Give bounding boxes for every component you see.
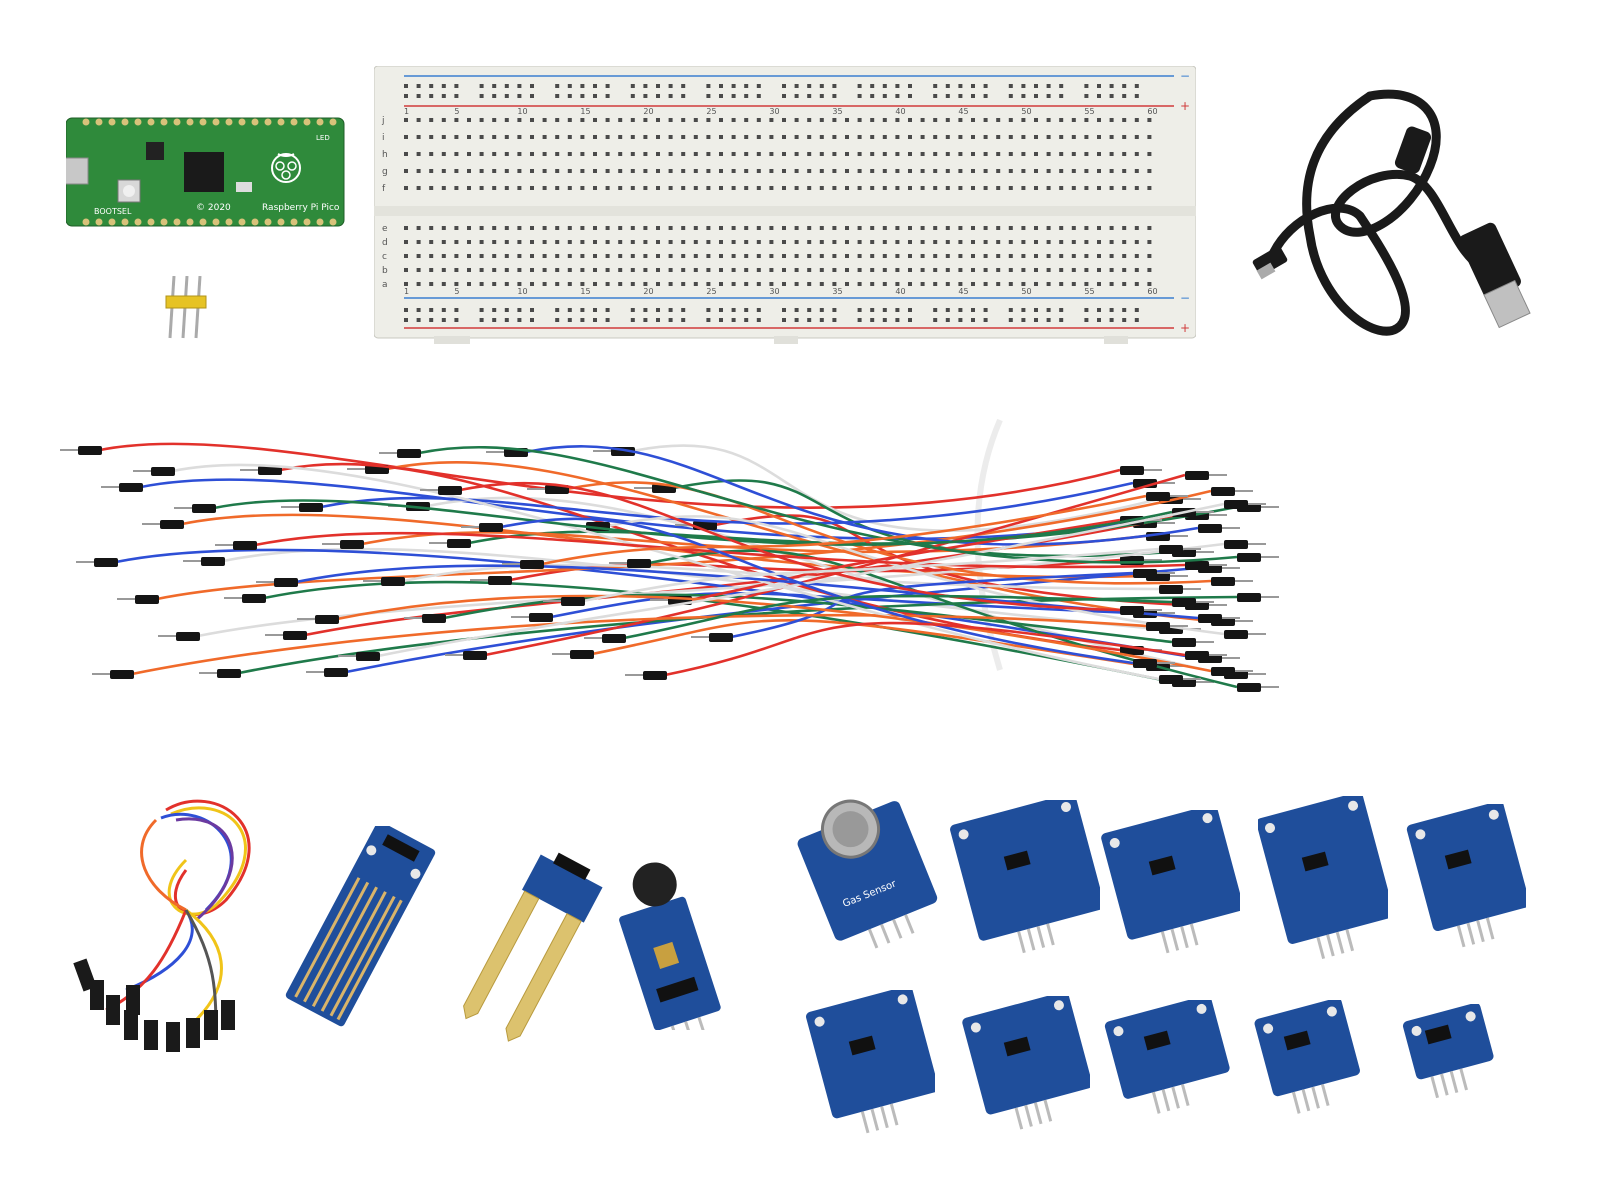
row-letter: a [382,280,388,290]
row-letter: j [381,116,385,126]
dupont-wire-bundle [66,790,296,1070]
rail-plus-bottom: + [1180,321,1190,335]
water-level-sensor [262,821,462,1046]
sensor-module [1256,792,1395,966]
rail-minus-top: − [1180,69,1190,83]
column-number-bottom: 55 [1084,287,1094,296]
pico-board: Raspberry Pi Pico © 2020 BOOTSEL LED [61,110,348,232]
sensor-module [805,985,939,1140]
column-number-top: 35 [832,107,842,116]
column-number-bottom: 25 [706,287,716,296]
sensor-module [1100,804,1244,960]
usb-connector-icon [61,157,89,185]
column-number-top: 15 [580,107,590,116]
row-letter: h [382,150,388,160]
column-number-bottom: 50 [1021,287,1031,296]
column-number-top: 55 [1084,107,1094,116]
column-number-top: 5 [454,107,459,116]
column-number-bottom: 1 [404,287,409,296]
pico-silk-led: LED [316,134,330,142]
pico-silk-year: © 2020 [196,203,231,213]
column-number-bottom: 40 [895,287,905,296]
row-letter: c [382,252,387,262]
column-number-bottom: 30 [769,287,779,296]
column-number-top: 60 [1147,107,1157,116]
sensor-module [1250,997,1360,1120]
sensor-module [960,991,1093,1136]
column-number-top: 30 [769,107,779,116]
sensor-module [1396,1002,1496,1104]
row-letter: i [382,133,385,143]
column-number-top: 25 [706,107,716,116]
column-number-top: 20 [643,107,653,116]
row-letter: g [382,167,388,177]
gas-sensor-module: Gas Sensor [792,784,952,954]
usb-connector-icon [1483,279,1531,329]
column-number-top: 10 [517,107,527,116]
pico-silk-name: Raspberry Pi Pico [262,203,340,213]
column-number-bottom: 60 [1147,287,1157,296]
column-number-bottom: 20 [643,287,653,296]
row-letter: e [382,224,388,234]
row-letter: b [382,266,388,276]
rail-minus-bottom: − [1180,291,1190,305]
column-number-bottom: 45 [958,287,968,296]
usb-cable [1250,76,1550,358]
column-number-bottom: 5 [454,287,459,296]
column-number-bottom: 15 [580,287,590,296]
column-number-bottom: 35 [832,287,842,296]
column-number-bottom: 10 [517,287,527,296]
rail-plus-top: + [1180,99,1190,113]
sensor-module [1406,801,1530,954]
soil-moisture-sensor [440,848,610,1048]
column-number-top: 50 [1021,107,1031,116]
raspberry-logo-icon [271,153,301,183]
pin-header-icon [162,275,212,340]
sensor-module [950,793,1105,960]
pico-silk-button: BOOTSEL [94,207,132,216]
sensor-module [1100,995,1230,1120]
laser-sensor-module [598,850,758,1046]
jumper-wires [40,410,1280,710]
column-number-top: 1 [404,107,409,116]
row-letter: f [382,184,386,194]
column-number-top: 40 [895,107,905,116]
row-letter: d [382,238,388,248]
column-number-top: 45 [958,107,968,116]
